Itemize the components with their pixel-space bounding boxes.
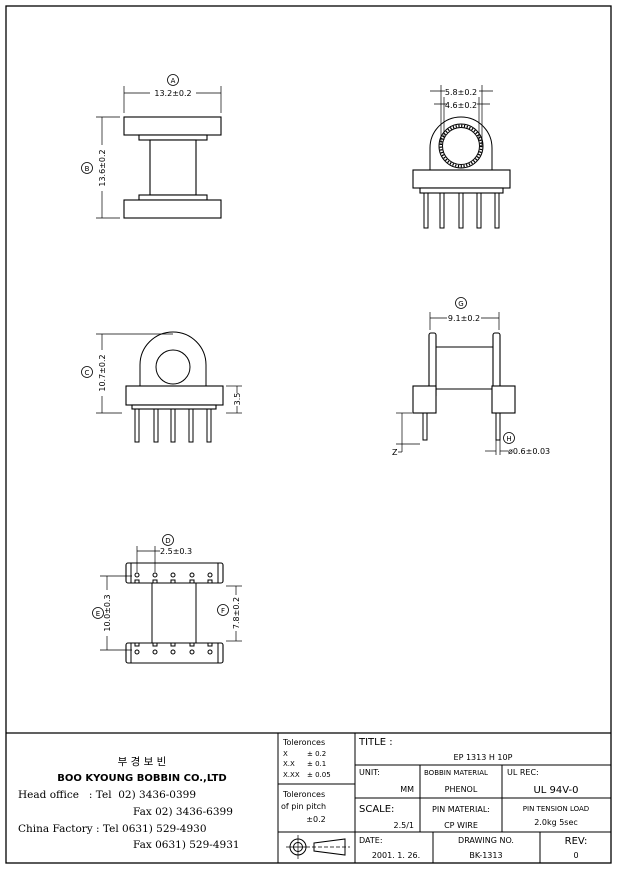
tolerance-x-label: X xyxy=(283,750,288,758)
callout-e xyxy=(92,607,104,619)
label-z: Z xyxy=(392,448,398,457)
pin-tension-label: PIN TENSION LOAD xyxy=(523,805,589,813)
tolerance-xxx-label: X.XX xyxy=(283,771,300,779)
tolerances-heading: Toleronces xyxy=(282,738,325,747)
sheet-border xyxy=(5,5,612,864)
company-name: BOO KYOUNG BOBBIN CO.,LTD xyxy=(57,773,226,784)
callout-f xyxy=(217,604,229,616)
callout-g-label: G xyxy=(458,300,463,308)
title-label: TITLE : xyxy=(358,737,393,748)
callout-h xyxy=(503,432,515,444)
pin-pitch-value: ±0.2 xyxy=(306,815,325,824)
end-view: 5.8±0.2 4.6±0.2 xyxy=(412,85,511,229)
dim-outer-value: 5.8±0.2 xyxy=(445,88,477,97)
drawing-no-value: BK-1313 xyxy=(469,851,502,860)
drawing-no-label: DRAWING NO. xyxy=(458,836,514,845)
bottom-view: 2.5±0.3 D 10.0±0.3 E 7.8±0.2 F xyxy=(92,534,242,664)
pin-side-view: 9.1±0.2 G Z ø0.6±0.03 H xyxy=(392,297,550,457)
date-label: DATE: xyxy=(359,836,383,845)
dim-b-value: 13.6±0.2 xyxy=(98,149,107,186)
company-korean-name: 부 경 보 빈 xyxy=(118,755,167,768)
callout-d-label: D xyxy=(165,537,170,545)
bottom-flange xyxy=(123,199,222,219)
bobbin-material-label: BOBBIN MATERIAL xyxy=(424,769,488,777)
china-factory-fax: Fax 0631) 529-4931 xyxy=(133,839,240,851)
callout-f-label: F xyxy=(221,607,225,615)
top-flange xyxy=(123,116,222,136)
bobbin-material-value: PHENOL xyxy=(445,785,478,794)
dim-inner-value: 4.6±0.2 xyxy=(445,101,477,110)
unit-label: UNIT: xyxy=(359,768,380,777)
callout-d xyxy=(162,534,174,546)
tolerance-x-value: ± 0.2 xyxy=(307,750,326,758)
scale-label: SCALE: xyxy=(359,804,394,815)
dim-c-value: 10.7±0.2 xyxy=(98,354,107,391)
tolerance-xx-value: ± 0.1 xyxy=(307,760,326,768)
projection-symbol-icon xyxy=(286,835,350,859)
dim-g-value: 9.1±0.2 xyxy=(448,314,480,323)
pin-material-value: CP WIRE xyxy=(444,821,478,830)
callout-e-label: E xyxy=(96,610,100,618)
callout-b xyxy=(81,162,93,174)
front-view: 13.2±0.2 A 13.6±0.2 B xyxy=(81,74,222,219)
title-block: 부 경 보 빈 BOO KYOUNG BOBBIN CO.,LTD Head o… xyxy=(6,732,611,863)
pin-tension-value: 2.0kg 5sec xyxy=(534,818,578,827)
callout-h-label: H xyxy=(506,435,511,443)
rev-label: REV: xyxy=(565,836,588,847)
callout-b-label: B xyxy=(85,165,90,173)
head-office-tel: Head office : Tel 02) 3436-0399 xyxy=(18,789,196,801)
ul-rec-label: UL REC: xyxy=(507,768,539,777)
drawing-title: EP 1313 H 10P xyxy=(454,753,513,762)
pin-material-label: PIN MATERIAL: xyxy=(432,805,490,814)
china-factory-tel: China Factory : Tel 0631) 529-4930 xyxy=(18,823,207,835)
dim-f-value: 7.8±0.2 xyxy=(232,597,241,629)
pin-pitch-heading-2: of pin pitch xyxy=(281,802,326,811)
tolerance-xxx-value: ± 0.05 xyxy=(307,771,331,779)
dim-a-value: 13.2±0.2 xyxy=(154,89,191,98)
callout-c-label: C xyxy=(85,369,90,377)
bottom-lip xyxy=(138,194,208,201)
callout-c xyxy=(81,366,93,378)
unit-value: MM xyxy=(400,785,414,794)
pin-pitch-heading-1: Toleronces xyxy=(282,790,325,799)
callout-g xyxy=(455,297,467,309)
head-office-fax: Fax 02) 3436-6399 xyxy=(133,806,233,818)
dim-base-value: 3.5 xyxy=(233,393,242,406)
date-value: 2001. 1. 26. xyxy=(372,851,420,860)
rev-value: 0 xyxy=(573,851,578,860)
top-lip xyxy=(138,134,208,141)
side-view: 10.7±0.2 C 3.5 xyxy=(81,331,242,443)
dim-d-value: 2.5±0.3 xyxy=(160,547,192,556)
dim-e-value: 10.0±0.3 xyxy=(103,594,112,631)
dim-h-value: ø0.6±0.03 xyxy=(508,447,550,456)
ul-rec-value: UL 94V-0 xyxy=(533,785,578,796)
tolerance-xx-label: X.X xyxy=(283,760,295,768)
scale-value: 2.5/1 xyxy=(393,821,414,830)
callout-a-label: A xyxy=(171,77,176,85)
callout-a xyxy=(167,74,179,86)
core xyxy=(149,139,197,196)
